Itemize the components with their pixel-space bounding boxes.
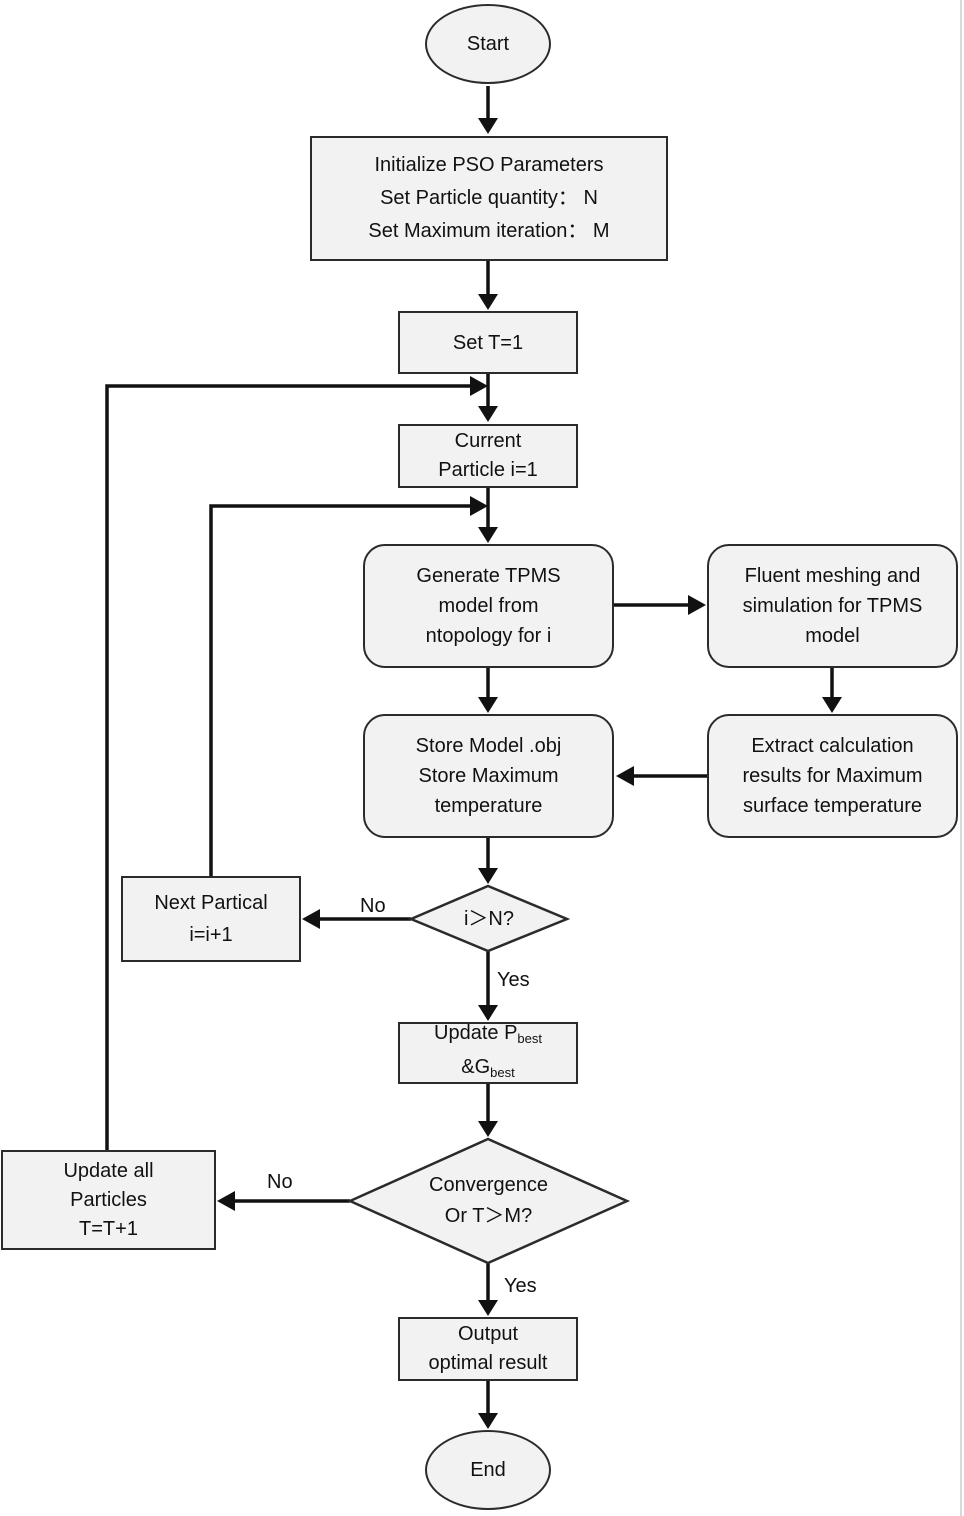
decision-convergence-shape	[346, 1137, 631, 1265]
update-best-g-sub: best	[490, 1065, 515, 1080]
arrowhead-updateall	[217, 1191, 235, 1211]
arrowhead-fluent	[688, 595, 706, 615]
next-particle-box: Next Partical i=i+1	[121, 876, 301, 962]
current-line-1: Current	[454, 430, 522, 452]
init-line-2: Set Particle quantity： N	[380, 187, 598, 209]
arrowhead-loop-current	[470, 376, 488, 396]
label-yes-i: Yes	[497, 969, 530, 991]
arrowhead-extract	[822, 697, 842, 713]
label-no-convergence: No	[267, 1171, 293, 1193]
fluent-line-2: simulation for TPMS	[742, 595, 923, 617]
init-line-3: Set Maximum iteration： M	[368, 220, 610, 242]
arrowhead-loop-generate	[470, 496, 488, 516]
current-line-2: Particle i=1	[438, 459, 538, 481]
arrowhead-output	[478, 1300, 498, 1316]
generate-line-3: ntopology for i	[425, 625, 552, 647]
output-box: Output optimal result	[398, 1317, 578, 1381]
store-line-2: Store Maximum	[418, 765, 559, 787]
end-node: End	[425, 1430, 551, 1510]
output-line-2: optimal result	[428, 1352, 548, 1374]
extract-results-box: Extract calculation results for Maximum …	[707, 714, 958, 838]
decision-convergence-text: Convergence Or T＞M?	[350, 1139, 627, 1263]
page-edge-line	[960, 0, 962, 1516]
decision-i-label: i＞N?	[463, 907, 514, 930]
set-t-box: Set T=1	[398, 311, 578, 374]
arrowhead-generate	[478, 527, 498, 543]
generate-line-1: Generate TPMS	[416, 565, 561, 587]
current-particle-box: Current Particle i=1	[398, 424, 578, 488]
arrowhead-end	[478, 1413, 498, 1429]
arrowhead-current	[478, 406, 498, 422]
start-node: Start	[425, 4, 551, 84]
generate-line-2: model from	[438, 595, 539, 617]
init-line-1: Initialize PSO Parameters	[374, 154, 604, 176]
update-all-box: Update all Particles T=T+1	[1, 1150, 216, 1250]
start-label: Start	[466, 33, 510, 55]
arrowhead-update-best	[478, 1005, 498, 1021]
arrowhead-decision-i	[478, 868, 498, 884]
update-best-g: &G	[461, 1056, 491, 1078]
init-parameters-box: Initialize PSO Parameters Set Particle q…	[310, 136, 668, 261]
convergence-line-1: Convergence	[429, 1174, 548, 1196]
update-best-line-2: &Gbest	[461, 1053, 514, 1087]
update-all-line-2: Particles	[70, 1188, 147, 1211]
loop-updateall-to-current	[105, 384, 470, 1150]
update-best-p: Update P	[434, 1022, 518, 1044]
decision-i-shape	[407, 884, 571, 953]
arrowhead-convergence	[478, 1121, 498, 1137]
set-t-label: Set T=1	[452, 331, 524, 354]
update-best-box: Update Pbest &Gbest	[398, 1022, 578, 1084]
fluent-line-3: model	[805, 625, 860, 647]
arrowhead-next	[302, 909, 320, 929]
label-yes-convergence: Yes	[504, 1275, 537, 1297]
arrowhead-store	[478, 697, 498, 713]
extract-line-3: surface temperature	[743, 795, 922, 817]
output-line-1: Output	[457, 1323, 519, 1345]
store-line-1: Store Model .obj	[415, 735, 562, 757]
store-model-box: Store Model .obj Store Maximum temperatu…	[363, 714, 614, 838]
store-line-3: temperature	[434, 795, 543, 817]
update-all-line-1: Update all	[63, 1159, 154, 1182]
update-all-line-3: T=T+1	[79, 1217, 138, 1240]
update-best-line-1: Update Pbest	[434, 1019, 542, 1053]
label-no-i: No	[360, 895, 386, 917]
next-line-2: i=i+1	[189, 924, 233, 946]
arrowhead-init	[478, 118, 498, 134]
arrowhead-store-right	[616, 766, 634, 786]
decision-i-text: i＞N?	[411, 886, 567, 951]
generate-tpms-box: Generate TPMS model from ntopology for i	[363, 544, 614, 668]
fluent-meshing-box: Fluent meshing and simulation for TPMS m…	[707, 544, 958, 668]
convergence-line-2: Or T＞M?	[444, 1205, 533, 1227]
next-line-1: Next Partical	[154, 892, 268, 914]
extract-line-2: results for Maximum	[742, 765, 923, 787]
fluent-line-1: Fluent meshing and	[744, 565, 921, 587]
loop-next-to-generate	[209, 504, 470, 876]
end-label: End	[470, 1459, 506, 1481]
arrowhead-sett	[478, 294, 498, 310]
extract-line-1: Extract calculation	[751, 735, 914, 757]
update-best-p-sub: best	[517, 1031, 542, 1046]
